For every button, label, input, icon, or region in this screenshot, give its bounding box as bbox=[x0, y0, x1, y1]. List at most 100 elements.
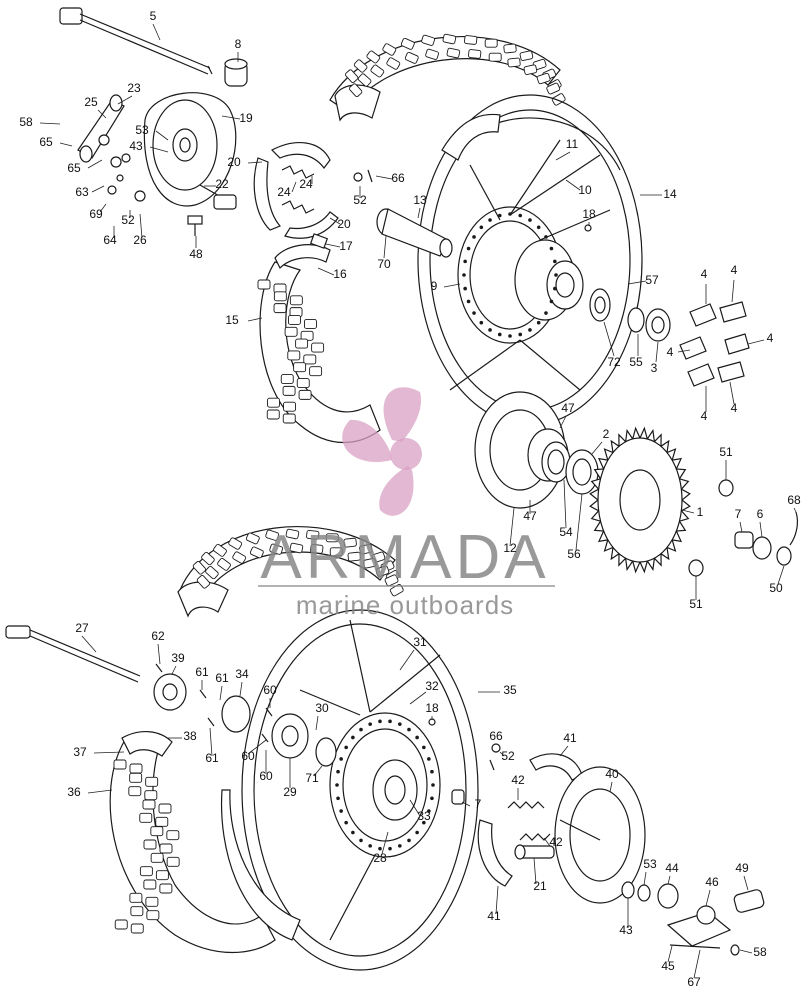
part-number-41: 41 bbox=[563, 731, 577, 745]
rear-axle bbox=[59, 7, 213, 75]
part-number-42: 42 bbox=[511, 773, 525, 787]
leader-line-50 bbox=[777, 565, 785, 585]
leader-line-9 bbox=[443, 283, 461, 288]
part-number-55: 55 bbox=[629, 355, 643, 369]
part-number-71: 71 bbox=[305, 771, 319, 785]
speedo-screws bbox=[155, 663, 273, 743]
leader-line-39 bbox=[171, 665, 177, 675]
part-number-4: 4 bbox=[731, 401, 738, 415]
part-number-26: 26 bbox=[133, 233, 147, 247]
small-fasteners bbox=[353, 169, 592, 771]
rear-hub bbox=[457, 206, 584, 344]
part-number-53: 53 bbox=[643, 857, 657, 871]
part-number-6: 6 bbox=[757, 507, 764, 521]
leader-line-11 bbox=[555, 151, 571, 161]
rear-brake-panel bbox=[143, 92, 237, 210]
leader-line-43 bbox=[149, 146, 169, 153]
part-number-52: 52 bbox=[353, 193, 367, 207]
part-number-21: 21 bbox=[533, 879, 547, 893]
part-number-7: 7 bbox=[475, 797, 482, 811]
part-number-32: 32 bbox=[425, 679, 439, 693]
rear-sprocket bbox=[589, 426, 691, 574]
part-number-52: 52 bbox=[121, 213, 135, 227]
part-number-47: 47 bbox=[561, 401, 575, 415]
leader-line-58 bbox=[39, 122, 61, 125]
part-number-3: 3 bbox=[651, 361, 658, 375]
front-axle bbox=[5, 625, 141, 683]
part-number-9: 9 bbox=[431, 279, 438, 293]
part-number-12: 12 bbox=[503, 541, 517, 555]
part-number-57: 57 bbox=[645, 273, 659, 287]
part-number-65: 65 bbox=[67, 161, 81, 175]
leader-line-52 bbox=[499, 751, 505, 757]
part-number-53: 53 bbox=[135, 123, 149, 137]
part-number-18: 18 bbox=[425, 701, 439, 715]
part-number-24: 24 bbox=[299, 177, 313, 191]
part-number-68: 68 bbox=[787, 493, 801, 507]
part-number-38: 38 bbox=[183, 729, 197, 743]
part-number-23: 23 bbox=[127, 81, 141, 95]
part-number-45: 45 bbox=[661, 959, 675, 973]
leader-line-67 bbox=[693, 949, 701, 979]
part-number-13: 13 bbox=[413, 193, 427, 207]
part-number-52: 52 bbox=[501, 749, 515, 763]
part-number-67: 67 bbox=[687, 975, 701, 989]
leader-line-53 bbox=[643, 871, 647, 886]
part-number-58: 58 bbox=[19, 115, 33, 129]
part-number-42: 42 bbox=[549, 835, 563, 849]
part-number-62: 62 bbox=[151, 629, 165, 643]
leader-line-3 bbox=[655, 341, 659, 363]
rear-bearings bbox=[589, 288, 671, 342]
part-number-14: 14 bbox=[663, 187, 677, 201]
part-number-1: 1 bbox=[697, 505, 704, 519]
part-number-11: 11 bbox=[566, 137, 579, 151]
leader-line-10 bbox=[565, 179, 581, 191]
leader-line-57 bbox=[627, 280, 647, 285]
part-number-5: 5 bbox=[150, 9, 157, 23]
part-number-64: 64 bbox=[103, 233, 117, 247]
leader-line-15 bbox=[247, 317, 263, 322]
flange-bearings bbox=[541, 441, 599, 495]
rim-band bbox=[274, 233, 331, 270]
front-hub bbox=[329, 712, 441, 858]
leader-line-27 bbox=[81, 635, 97, 653]
part-number-54: 54 bbox=[559, 525, 573, 539]
part-number-20: 20 bbox=[337, 217, 351, 231]
part-number-43: 43 bbox=[129, 139, 143, 153]
part-number-46: 46 bbox=[705, 875, 719, 889]
leader-line-62 bbox=[157, 643, 161, 665]
leader-line-30 bbox=[315, 715, 319, 731]
leader-line-28 bbox=[381, 831, 389, 855]
leader-line-24 bbox=[291, 181, 297, 193]
leader-line-13 bbox=[417, 207, 421, 219]
part-number-51: 51 bbox=[719, 445, 733, 459]
part-number-44: 44 bbox=[665, 861, 679, 875]
part-number-47: 47 bbox=[523, 509, 537, 523]
part-number-35: 35 bbox=[503, 683, 517, 697]
part-number-66: 66 bbox=[391, 171, 405, 185]
part-number-34: 34 bbox=[235, 667, 249, 681]
front-brake-panel bbox=[554, 766, 646, 904]
leader-line-19 bbox=[221, 115, 241, 120]
part-number-27: 27 bbox=[75, 621, 89, 635]
sprocket-nuts bbox=[688, 479, 799, 577]
front-tire-upper bbox=[177, 526, 404, 618]
torque-link bbox=[77, 94, 146, 202]
front-tire bbox=[109, 731, 276, 953]
front-brake-shoes bbox=[451, 753, 583, 887]
leader-line-63 bbox=[91, 185, 105, 193]
leader-line-65 bbox=[59, 142, 73, 147]
damper-rubbers bbox=[679, 301, 750, 387]
leader-line-61 bbox=[219, 685, 223, 701]
part-number-25: 25 bbox=[84, 95, 98, 109]
leader-line-2 bbox=[591, 441, 603, 455]
leader-line-23 bbox=[117, 95, 133, 105]
part-number-60: 60 bbox=[241, 749, 255, 763]
leader-line-6 bbox=[759, 521, 763, 538]
leader-line-45 bbox=[667, 945, 673, 963]
part-number-10: 10 bbox=[578, 183, 592, 197]
axle-spacer bbox=[224, 58, 248, 87]
leader-line-31 bbox=[399, 649, 415, 671]
part-number-66: 66 bbox=[489, 729, 503, 743]
